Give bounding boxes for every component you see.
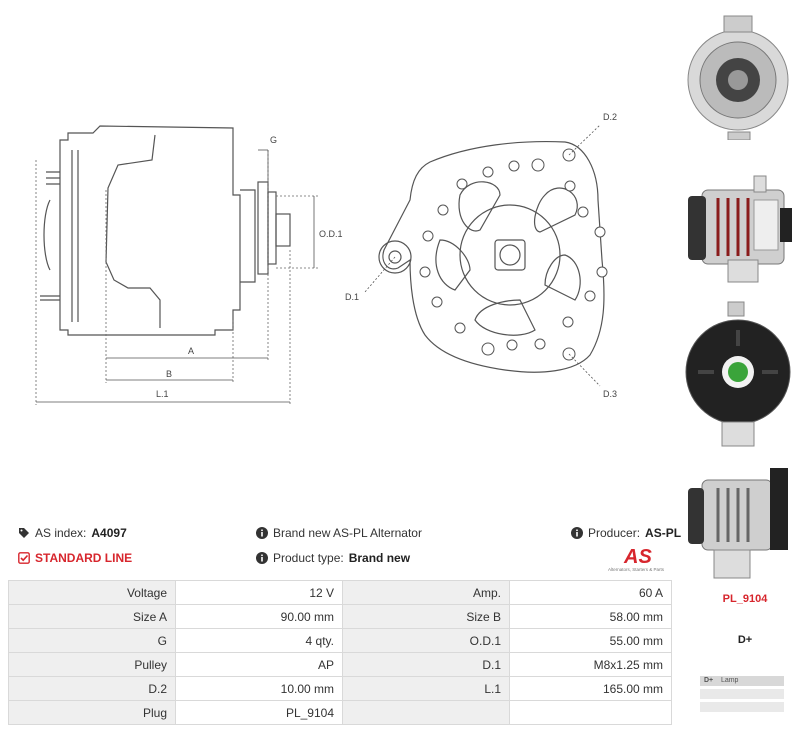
spec-value bbox=[509, 700, 672, 725]
thumbnail-side-2[interactable] bbox=[684, 458, 796, 580]
spec-label: Pulley bbox=[8, 652, 176, 677]
thumbnail-side[interactable] bbox=[684, 162, 796, 290]
thumbnail-front[interactable] bbox=[684, 6, 796, 140]
spec-label: D.1 bbox=[342, 652, 510, 677]
as-index: AS index: A4097 bbox=[18, 526, 127, 540]
product-info: AS index: A4097 Brand new AS-PL Alternat… bbox=[0, 520, 690, 576]
spec-label: Voltage bbox=[8, 580, 176, 605]
spec-label: O.D.1 bbox=[342, 628, 510, 653]
table-row: Plug PL_9104 bbox=[8, 700, 672, 725]
spec-label: L.1 bbox=[342, 676, 510, 701]
description: Brand new AS-PL Alternator bbox=[256, 526, 422, 540]
dimension-lines bbox=[35, 150, 320, 405]
spec-label: G bbox=[8, 628, 176, 653]
table-row: Size A 90.00 mm Size B 58.00 mm bbox=[8, 604, 672, 629]
front-leaders bbox=[364, 124, 601, 387]
connector-name: Lamp bbox=[720, 677, 739, 684]
front-view bbox=[378, 141, 605, 373]
connector-row: D+ Lamp bbox=[700, 676, 784, 686]
dimension-arrows bbox=[36, 149, 315, 403]
info-icon bbox=[256, 527, 268, 539]
as-index-value: A4097 bbox=[91, 526, 127, 540]
product-type-label: Product type: bbox=[273, 551, 344, 565]
tags-icon bbox=[18, 527, 30, 539]
connector-row-empty bbox=[700, 702, 784, 712]
spec-value: 58.00 mm bbox=[509, 604, 672, 629]
spec-value: 12 V bbox=[175, 580, 343, 605]
table-row: Pulley AP D.1 M8x1.25 mm bbox=[8, 652, 672, 677]
spec-value: 90.00 mm bbox=[175, 604, 343, 629]
spec-value: 10.00 mm bbox=[175, 676, 343, 701]
product-type-value: Brand new bbox=[348, 551, 411, 565]
product-type: Product type: Brand new bbox=[256, 551, 410, 565]
logo-text: AS bbox=[623, 546, 652, 568]
producer: Producer: AS-PL bbox=[571, 526, 681, 540]
spec-label: Size A bbox=[8, 604, 176, 629]
as-pl-logo: AS Alternators, Starters & Parts bbox=[608, 546, 665, 572]
table-row: Voltage 12 V Amp. 60 A bbox=[8, 580, 672, 605]
info-icon bbox=[256, 552, 268, 564]
standard-line-text: STANDARD LINE bbox=[35, 551, 133, 565]
front-holes bbox=[419, 148, 608, 361]
label-d1: D.1 bbox=[345, 292, 359, 302]
side-view bbox=[40, 125, 291, 336]
description-text: Brand new AS-PL Alternator bbox=[273, 526, 422, 540]
label-d2: D.2 bbox=[603, 112, 617, 122]
label-a: A bbox=[188, 346, 194, 356]
spec-label: Amp. bbox=[342, 580, 510, 605]
label-b: B bbox=[166, 369, 172, 379]
spec-label: Plug bbox=[8, 700, 176, 725]
spec-label: Size B bbox=[342, 604, 510, 629]
spec-value: 55.00 mm bbox=[509, 628, 672, 653]
connector-diagram: D+ Lamp bbox=[700, 676, 784, 724]
producer-value: AS-PL bbox=[645, 526, 682, 540]
spec-label bbox=[342, 700, 510, 725]
spec-label: D.2 bbox=[8, 676, 176, 701]
spec-value: PL_9104 bbox=[175, 700, 343, 725]
spec-value: M8x1.25 mm bbox=[509, 652, 672, 677]
spec-value: AP bbox=[175, 652, 343, 677]
plug-link[interactable]: PL_9104 bbox=[722, 593, 768, 605]
connector-pin: D+ bbox=[704, 677, 714, 684]
standard-line: STANDARD LINE bbox=[18, 551, 132, 565]
spec-table: Voltage 12 V Amp. 60 A Size A 90.00 mm S… bbox=[8, 580, 672, 725]
label-g: G bbox=[270, 135, 277, 145]
spec-value: 60 A bbox=[509, 580, 672, 605]
logo-tagline: Alternators, Starters & Parts bbox=[608, 567, 665, 572]
spec-value: 4 qty. bbox=[175, 628, 343, 653]
label-od1: O.D.1 bbox=[319, 229, 343, 239]
info-icon bbox=[571, 527, 583, 539]
as-index-label: AS index: bbox=[35, 526, 87, 540]
label-l1: L.1 bbox=[156, 389, 169, 399]
producer-label: Producer: bbox=[588, 526, 641, 540]
label-d3: D.3 bbox=[603, 389, 617, 399]
terminal-label: D+ bbox=[737, 634, 753, 646]
technical-drawing: G O.D.1 A B L.1 D.2 D.3 D.1 bbox=[35, 112, 617, 405]
connector-row-empty bbox=[700, 689, 784, 699]
table-row: G 4 qty. O.D.1 55.00 mm bbox=[8, 628, 672, 653]
check-square-icon bbox=[18, 552, 30, 564]
table-row: D.2 10.00 mm L.1 165.00 mm bbox=[8, 676, 672, 701]
thumbnail-rear[interactable] bbox=[684, 300, 796, 448]
spec-value: 165.00 mm bbox=[509, 676, 672, 701]
